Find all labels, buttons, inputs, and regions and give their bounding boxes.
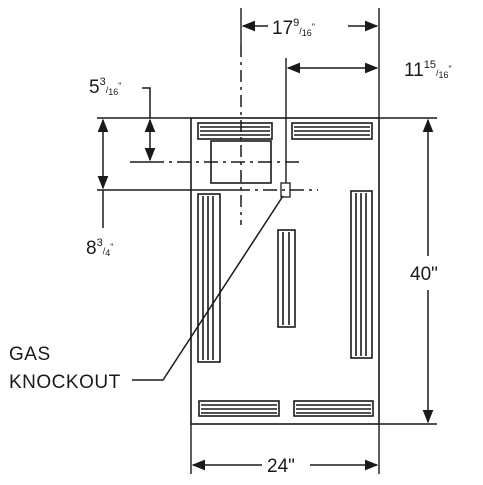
top-left-louver <box>197 122 273 140</box>
cabinet-outline <box>190 117 380 425</box>
right-side-louver <box>350 190 373 359</box>
center-louver <box>277 229 296 328</box>
label-8-3-4: 83/4" <box>86 237 113 259</box>
top-right-louver <box>291 122 373 140</box>
bottom-right-louver <box>293 400 374 417</box>
label-gas: GAS <box>9 344 51 365</box>
label-40: 40" <box>410 264 438 285</box>
dim-leader-5 <box>142 87 151 118</box>
left-side-louver <box>197 193 221 363</box>
label-5-3-16: 53/16" <box>89 76 121 98</box>
gas-knockout-leader <box>132 195 284 381</box>
bottom-left-louver <box>198 400 280 417</box>
label-17-9-16: 179/16" <box>272 17 315 39</box>
label-knockout: KNOCKOUT <box>9 372 121 393</box>
label-24: 24" <box>267 456 295 477</box>
label-11-15-16: 1115/16" <box>404 59 452 81</box>
